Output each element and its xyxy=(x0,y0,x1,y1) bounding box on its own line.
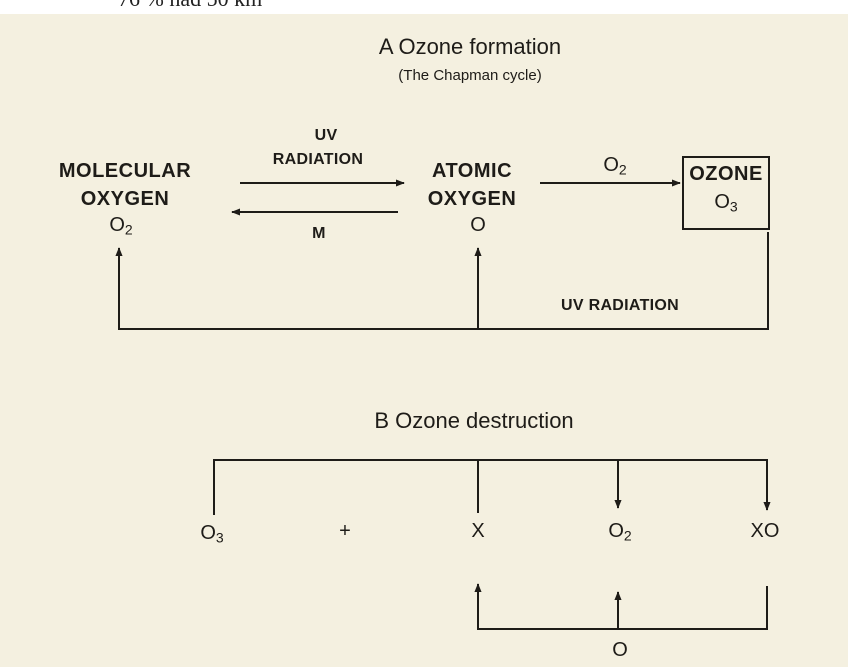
o2-arrow-label: O2 xyxy=(603,154,627,178)
o2-symbol: O2 xyxy=(608,520,632,544)
xo-symbol: XO xyxy=(750,520,780,542)
destruction-bracket xyxy=(213,459,771,515)
uv-label-line2: RADIATION xyxy=(272,151,364,168)
molecular-oxygen-line2: OXYGEN xyxy=(80,188,170,210)
cropped-header-strip: 76 % had 50 km xyxy=(0,0,848,14)
atomic-oxygen-symbol: O xyxy=(470,214,486,236)
atomic-oxygen-line2: OXYGEN xyxy=(427,188,517,210)
section-b-title: B Ozone destruction xyxy=(374,408,574,433)
molecular-oxygen-symbol: O2 xyxy=(109,214,133,238)
uv-feedback-loop xyxy=(115,232,769,330)
molecular-oxygen-line1: MOLECULAR xyxy=(58,160,192,182)
ozone-box xyxy=(682,156,770,230)
section-a-title: A Ozone formation xyxy=(378,34,562,59)
xo-return-loop xyxy=(474,583,768,630)
cropped-header-text: 76 % had 50 km xyxy=(118,0,262,12)
feedback-uv-label: UV RADIATION xyxy=(561,297,679,314)
x-symbol: X xyxy=(471,520,485,542)
uv-label-line1: UV xyxy=(314,127,338,144)
bottom-o-symbol: O xyxy=(612,639,628,661)
section-a-subtitle: (The Chapman cycle) xyxy=(398,67,542,84)
ozone-symbol: O3 xyxy=(714,191,738,215)
ozone-label: OZONE xyxy=(689,163,763,185)
plus-sign: + xyxy=(339,520,351,542)
o3-symbol: O3 xyxy=(200,522,224,546)
m-label: M xyxy=(312,225,326,242)
atomic-oxygen-line1: ATOMIC xyxy=(431,160,513,182)
